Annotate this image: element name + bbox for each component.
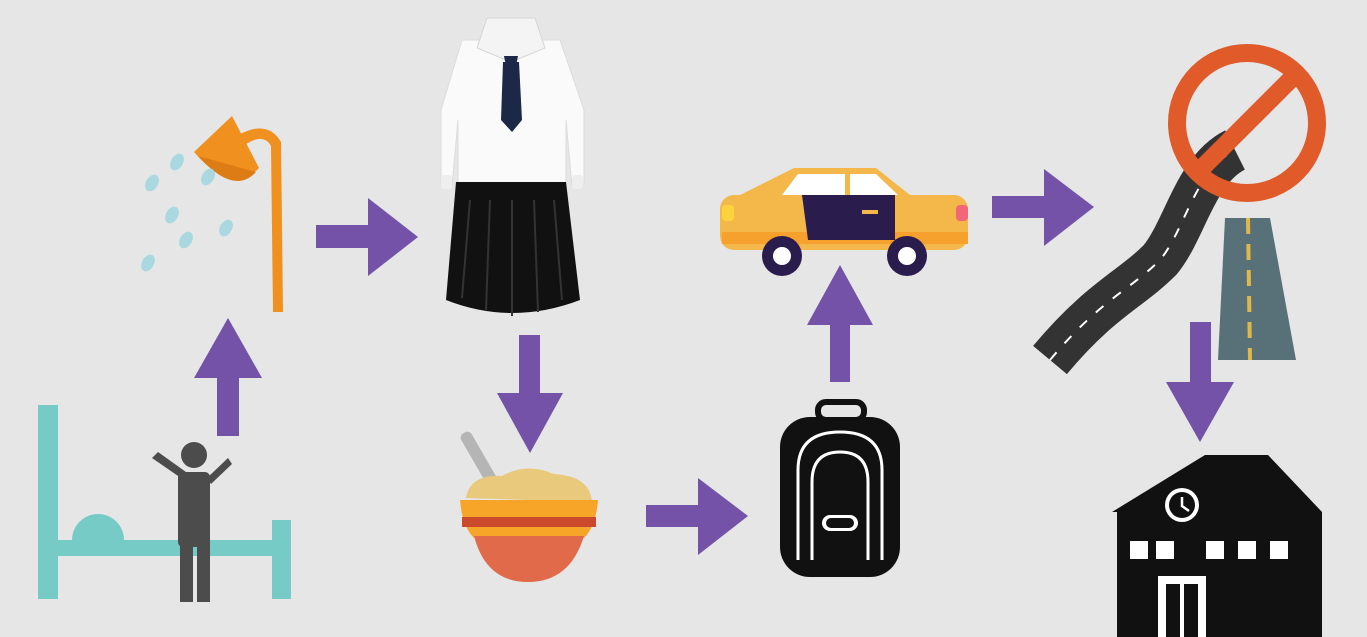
school-uniform-icon xyxy=(441,18,584,316)
backpack-icon xyxy=(780,402,900,577)
